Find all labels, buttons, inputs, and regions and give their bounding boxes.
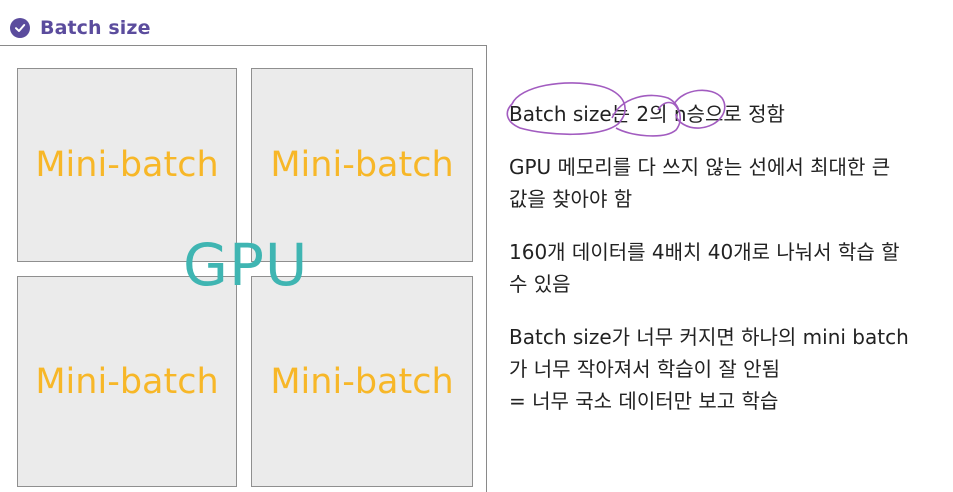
note-line: 가 너무 작아져서 학습이 잘 안됨 <box>509 357 780 381</box>
note-line: 수 있음 <box>509 272 571 296</box>
mini-batch-tile: Mini-batch <box>17 276 237 487</box>
gpu-label: GPU <box>183 231 309 299</box>
mini-batch-tile: Mini-batch <box>251 68 473 262</box>
note-line: Batch size가 너무 커지면 하나의 mini batch <box>509 325 909 349</box>
note-paragraph: GPU 메모리를 다 쓰지 않는 선에서 최대한 큰 값을 찾아야 함 <box>509 151 949 215</box>
mini-batch-label: Mini-batch <box>270 145 454 185</box>
mini-batch-label: Mini-batch <box>270 361 454 402</box>
notes: Batch size는 2의 n승으로 정함 GPU 메모리를 다 쓰지 않는 … <box>509 98 949 438</box>
section-header: Batch size <box>10 14 151 42</box>
gpu-frame <box>0 45 487 492</box>
note-line: = 너무 국소 데이터만 보고 학습 <box>509 389 779 413</box>
note-paragraph: 160개 데이터를 4배치 40개로 나눠서 학습 할 수 있음 <box>509 236 949 300</box>
note-line: Batch size는 2의 n승으로 정함 <box>509 102 785 126</box>
note-paragraph: Batch size가 너무 커지면 하나의 mini batch 가 너무 작… <box>509 321 949 417</box>
mini-batch-label: Mini-batch <box>35 361 219 402</box>
mini-batch-label: Mini-batch <box>35 145 219 185</box>
mini-batch-tile: Mini-batch <box>17 68 237 262</box>
section-title: Batch size <box>40 17 151 39</box>
note-paragraph: Batch size는 2의 n승으로 정함 <box>509 98 949 130</box>
note-line: 160개 데이터를 4배치 40개로 나눠서 학습 할 <box>509 240 900 264</box>
note-line: 값을 찾아야 함 <box>509 187 633 211</box>
mini-batch-tile: Mini-batch <box>251 276 473 487</box>
check-circle-icon <box>10 18 30 38</box>
note-line: GPU 메모리를 다 쓰지 않는 선에서 최대한 큰 <box>509 155 891 179</box>
